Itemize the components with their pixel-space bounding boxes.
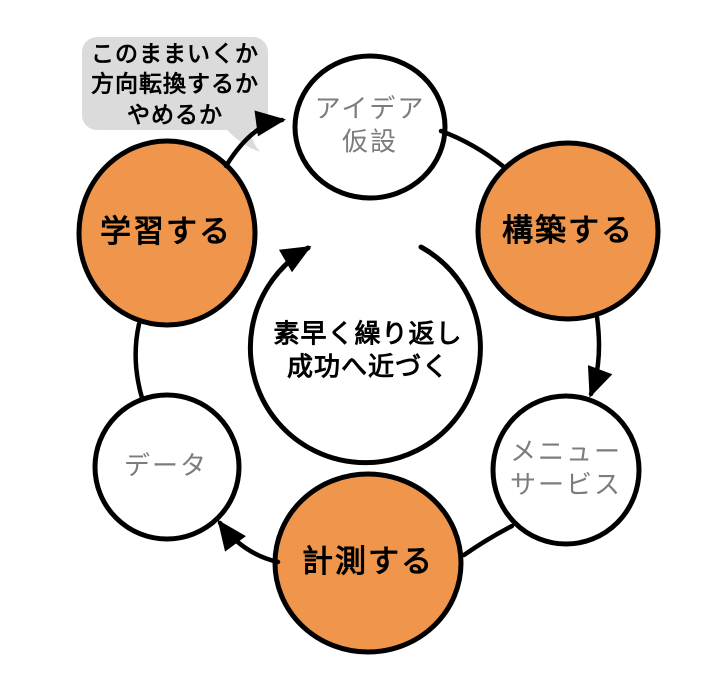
- center-message: 素早く繰り返し 成功へ近づく: [273, 318, 463, 382]
- speech-bubble-body: [82, 37, 268, 130]
- build-circle: [475, 140, 661, 322]
- measure-label: 計測する: [302, 544, 434, 580]
- menu-label: メニュー サービス: [509, 436, 623, 500]
- arrow-measure-to-data: [217, 519, 281, 565]
- idea-label: アイデア 仮設: [314, 93, 426, 157]
- speech-bubble-tail: [222, 124, 260, 152]
- inner-cycle-arrow: [247, 244, 483, 466]
- data-label: データ: [123, 450, 209, 481]
- connector-idea-to-build: [438, 128, 507, 170]
- arrow-build-to-menu: [587, 314, 613, 398]
- build-label: 構築する: [502, 213, 634, 249]
- speech-bubble-text: このままいくか 方向転換するか やめるか: [91, 40, 259, 128]
- connector-data-to-learn: [133, 321, 145, 401]
- speech-bubble: [82, 37, 268, 152]
- learn-label: 学習する: [100, 214, 232, 250]
- data-circle: [92, 392, 242, 542]
- idea-circle: [292, 53, 448, 201]
- menu-circle: [490, 393, 642, 547]
- learn-circle: [76, 138, 258, 328]
- arrow-learn-to-idea: [223, 110, 286, 169]
- connector-menu-to-measure: [461, 523, 515, 558]
